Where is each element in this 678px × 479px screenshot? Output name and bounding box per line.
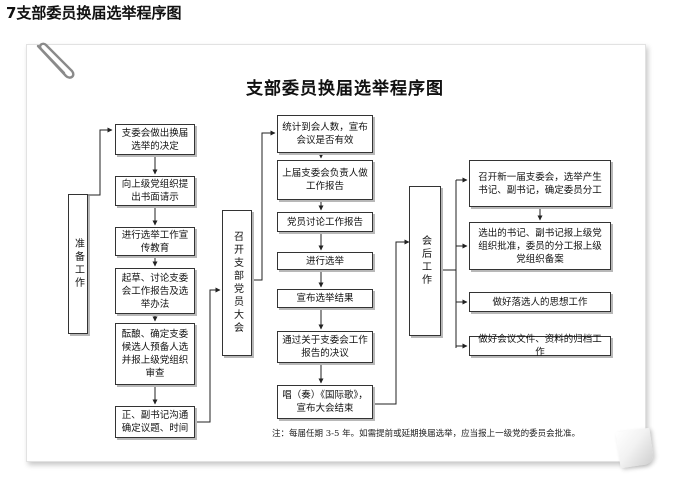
after-step-1: 召开新一届支委会，选举产生书记、副书记，确定委员分工	[469, 160, 611, 207]
diagram-title: 支部委员换届选举程序图	[246, 79, 444, 99]
prep-step-1: 支委会做出换届选举的决定	[115, 124, 195, 155]
meeting-step-1: 统计到会人数，宣布会议是否有效	[277, 115, 373, 153]
prep-step-5: 酝酿、确定支委候选人预备人选并报上级党组织审查	[115, 323, 195, 385]
meeting-step-7: 唱（奏）《国际歌》，宣布大会结束	[277, 385, 373, 419]
prep-step-4: 起草、讨论支委会工作报告及选举办法	[115, 268, 195, 314]
page-heading: 7支部委员换届选举程序图	[6, 4, 182, 22]
stage-after: 会后工作	[409, 186, 441, 336]
paperclip-icon	[36, 42, 75, 79]
meeting-step-3: 党员讨论工作报告	[277, 212, 373, 232]
meeting-step-4: 进行选举	[277, 252, 373, 270]
prep-step-2: 向上级党组织提出书面请示	[115, 176, 195, 206]
after-step-2: 选出的书记、副书记报上级党组织批准，委员的分工报上级党组织备案	[469, 222, 611, 270]
meeting-step-5: 宣布选举结果	[277, 289, 373, 308]
after-step-4: 做好会议文件、资料的归档工作	[469, 334, 611, 358]
prep-step-3: 进行选举工作宣传教育	[115, 227, 195, 256]
meeting-step-6: 通过关于支委会工作报告的决议	[277, 331, 373, 363]
meeting-step-2: 上届支委会负责人做工作报告	[277, 160, 373, 200]
stage-prep: 准备工作	[68, 194, 88, 334]
footnote: 注：每届任期 3-5 年。如需提前或延期换届选举，应当报上一级党的委员会批准。	[272, 429, 581, 439]
stage-meeting: 召开支部党员大会	[222, 210, 252, 356]
after-step-3: 做好落选人的思想工作	[469, 292, 611, 312]
prep-step-6: 正、副书记沟通确定议题、时间	[115, 406, 195, 438]
